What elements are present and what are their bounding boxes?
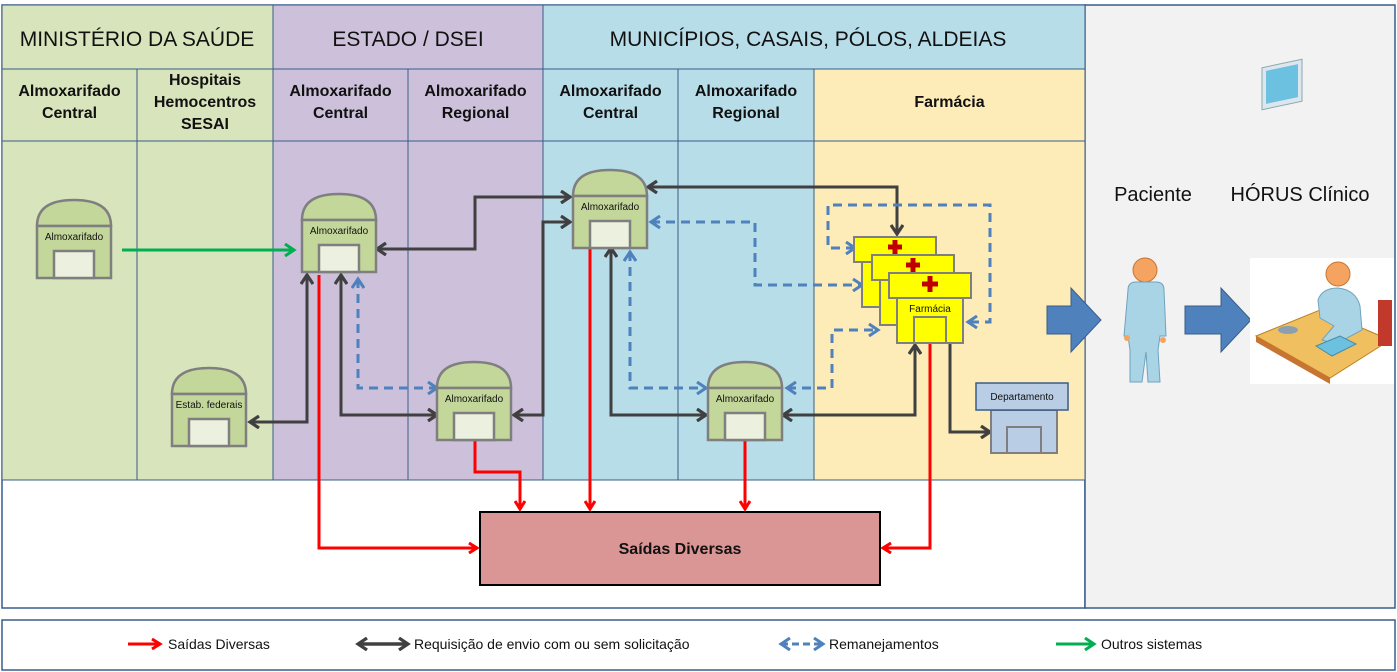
warehouse-label: Almoxarifado: [310, 226, 369, 237]
column-header: [813, 68, 1086, 142]
column-title-line: Hospitais: [169, 72, 241, 89]
column-title-line: Hemocentros: [154, 94, 256, 111]
warehouse-dome: [170, 366, 248, 396]
band-title-municipios: MUNICÍPIOS, CASAIS, PÓLOS, ALDEIAS: [610, 28, 1007, 51]
request-arrow-estab-estado: [250, 275, 307, 422]
warehouse-estab-federais: Estab. federais: [170, 366, 248, 448]
legend-item-exit: Saídas Diversas: [128, 636, 270, 652]
column-title-line: Almoxarifado: [695, 83, 797, 100]
saidas-diversas-label: Saídas Diversas: [619, 541, 742, 558]
saidas-diversas-box: [479, 511, 881, 586]
paciente-label: Paciente: [1114, 184, 1192, 206]
legend-label-request: Requisição de envio com ou sem solicitaç…: [414, 636, 690, 652]
warehouse-mun-regional: Almoxarifado: [706, 360, 784, 442]
exit-arrow-estado-regional: [473, 440, 520, 509]
column-header: [407, 68, 544, 142]
flow-arrow-to-horus-icon: [1184, 286, 1252, 354]
request-arrow-farmacia-departamento: [948, 343, 990, 432]
transfer-arrow-mun: [630, 252, 706, 388]
column-title-line: Central: [583, 105, 638, 122]
warehouse-mun-central: Almoxarifado: [571, 168, 649, 250]
column-title-line: Almoxarifado: [18, 83, 120, 100]
legend-item-other: Outros sistemas: [1056, 636, 1202, 652]
warehouse-label: Almoxarifado: [581, 202, 640, 213]
warehouse-dome: [300, 192, 378, 222]
transfer-arrow-estado: [358, 279, 437, 388]
horus-clinico-icon: [1250, 58, 1394, 384]
band-ministerio: [1, 4, 274, 70]
warehouse-ministerio: Almoxarifado: [35, 198, 113, 280]
warehouse-dome: [706, 360, 784, 390]
farmacia-stack: Farmácia: [853, 236, 972, 344]
column-body: [1, 140, 138, 481]
warehouse-label: Estab. federais: [176, 400, 243, 411]
band-estado: [272, 4, 544, 70]
exit-arrow-estado-central: [317, 275, 477, 548]
legend-label-other: Outros sistemas: [1101, 636, 1202, 652]
departamento-node: Departamento: [975, 382, 1069, 454]
warehouse-label: Almoxarifado: [45, 232, 104, 243]
warehouse-dome: [571, 168, 649, 198]
farmacia-building-front: Farmácia: [888, 272, 972, 344]
column-title-line: Almoxarifado: [289, 83, 391, 100]
request-arrow-regional-mun-central: [514, 222, 570, 415]
warehouse-label: Almoxarifado: [716, 394, 775, 405]
column-title-line: Central: [42, 105, 97, 122]
red-cross-icon: [922, 276, 938, 292]
request-arrows: [250, 187, 990, 432]
warehouse-door: [187, 417, 231, 448]
warehouse-door: [723, 411, 767, 442]
departamento-label: Departamento: [990, 392, 1054, 403]
transfer-arrow-mun-central-farmacia: [651, 222, 862, 285]
legend-label-transfer: Remanejamentos: [829, 636, 939, 652]
transfer-arrow-farmacia-loop: [826, 203, 992, 322]
warehouse-dome: [435, 360, 513, 390]
column-title-line: Regional: [712, 105, 780, 122]
horus-label: HÓRUS Clínico: [1231, 183, 1370, 206]
warehouse-door: [452, 411, 496, 442]
red-cross-icon: [906, 258, 920, 272]
warehouse-door: [588, 219, 632, 250]
request-arrow-estado-mun-central: [377, 197, 570, 249]
red-cross-icon: [888, 240, 902, 254]
warehouse-dome: [35, 198, 113, 228]
warehouse-estado-regional: Almoxarifado: [435, 360, 513, 442]
exit-arrow-farmacia: [883, 343, 932, 548]
flow-arrow-to-paciente-icon: [1046, 286, 1102, 354]
request-arrow-mun-central-regional: [611, 248, 706, 415]
column-title-line: Almoxarifado: [559, 83, 661, 100]
transfer-arrows: [358, 203, 992, 388]
column-header: [542, 68, 679, 142]
warehouse-estado-central: Almoxarifado: [300, 192, 378, 274]
warehouse-label: Almoxarifado: [445, 394, 504, 405]
farmacia-node-label: Farmácia: [909, 304, 951, 315]
request-arrow-estado-central-regional: [341, 275, 437, 415]
legend-item-request: Requisição de envio com ou sem solicitaç…: [358, 636, 690, 652]
column-title-line: SESAI: [181, 116, 229, 133]
band-municipios: [542, 4, 1086, 70]
warehouse-door: [52, 249, 96, 280]
request-arrow-mun-central-farmacia: [648, 187, 897, 234]
column-title-line: Regional: [442, 105, 510, 122]
column-header: [272, 68, 409, 142]
legend-item-transfer: Remanejamentos: [781, 636, 939, 652]
warehouse-door: [317, 243, 361, 274]
legend: [1, 619, 1396, 671]
transfer-arrow-mun-regional-farmacia: [787, 330, 878, 388]
column-title-line: Almoxarifado: [424, 83, 526, 100]
column-header: [1, 68, 138, 142]
patient-icon: [1123, 257, 1167, 383]
band-title-estado: ESTADO / DSEI: [332, 28, 483, 51]
column-title-line: Central: [313, 105, 368, 122]
exit-arrows: [317, 248, 932, 548]
request-arrow-mun-regional-farmacia: [783, 345, 915, 415]
column-title-line: Farmácia: [914, 94, 984, 111]
legend-label-exit: Saídas Diversas: [168, 636, 270, 652]
band-title-ministerio: MINISTÉRIO DA SAÚDE: [20, 28, 255, 51]
